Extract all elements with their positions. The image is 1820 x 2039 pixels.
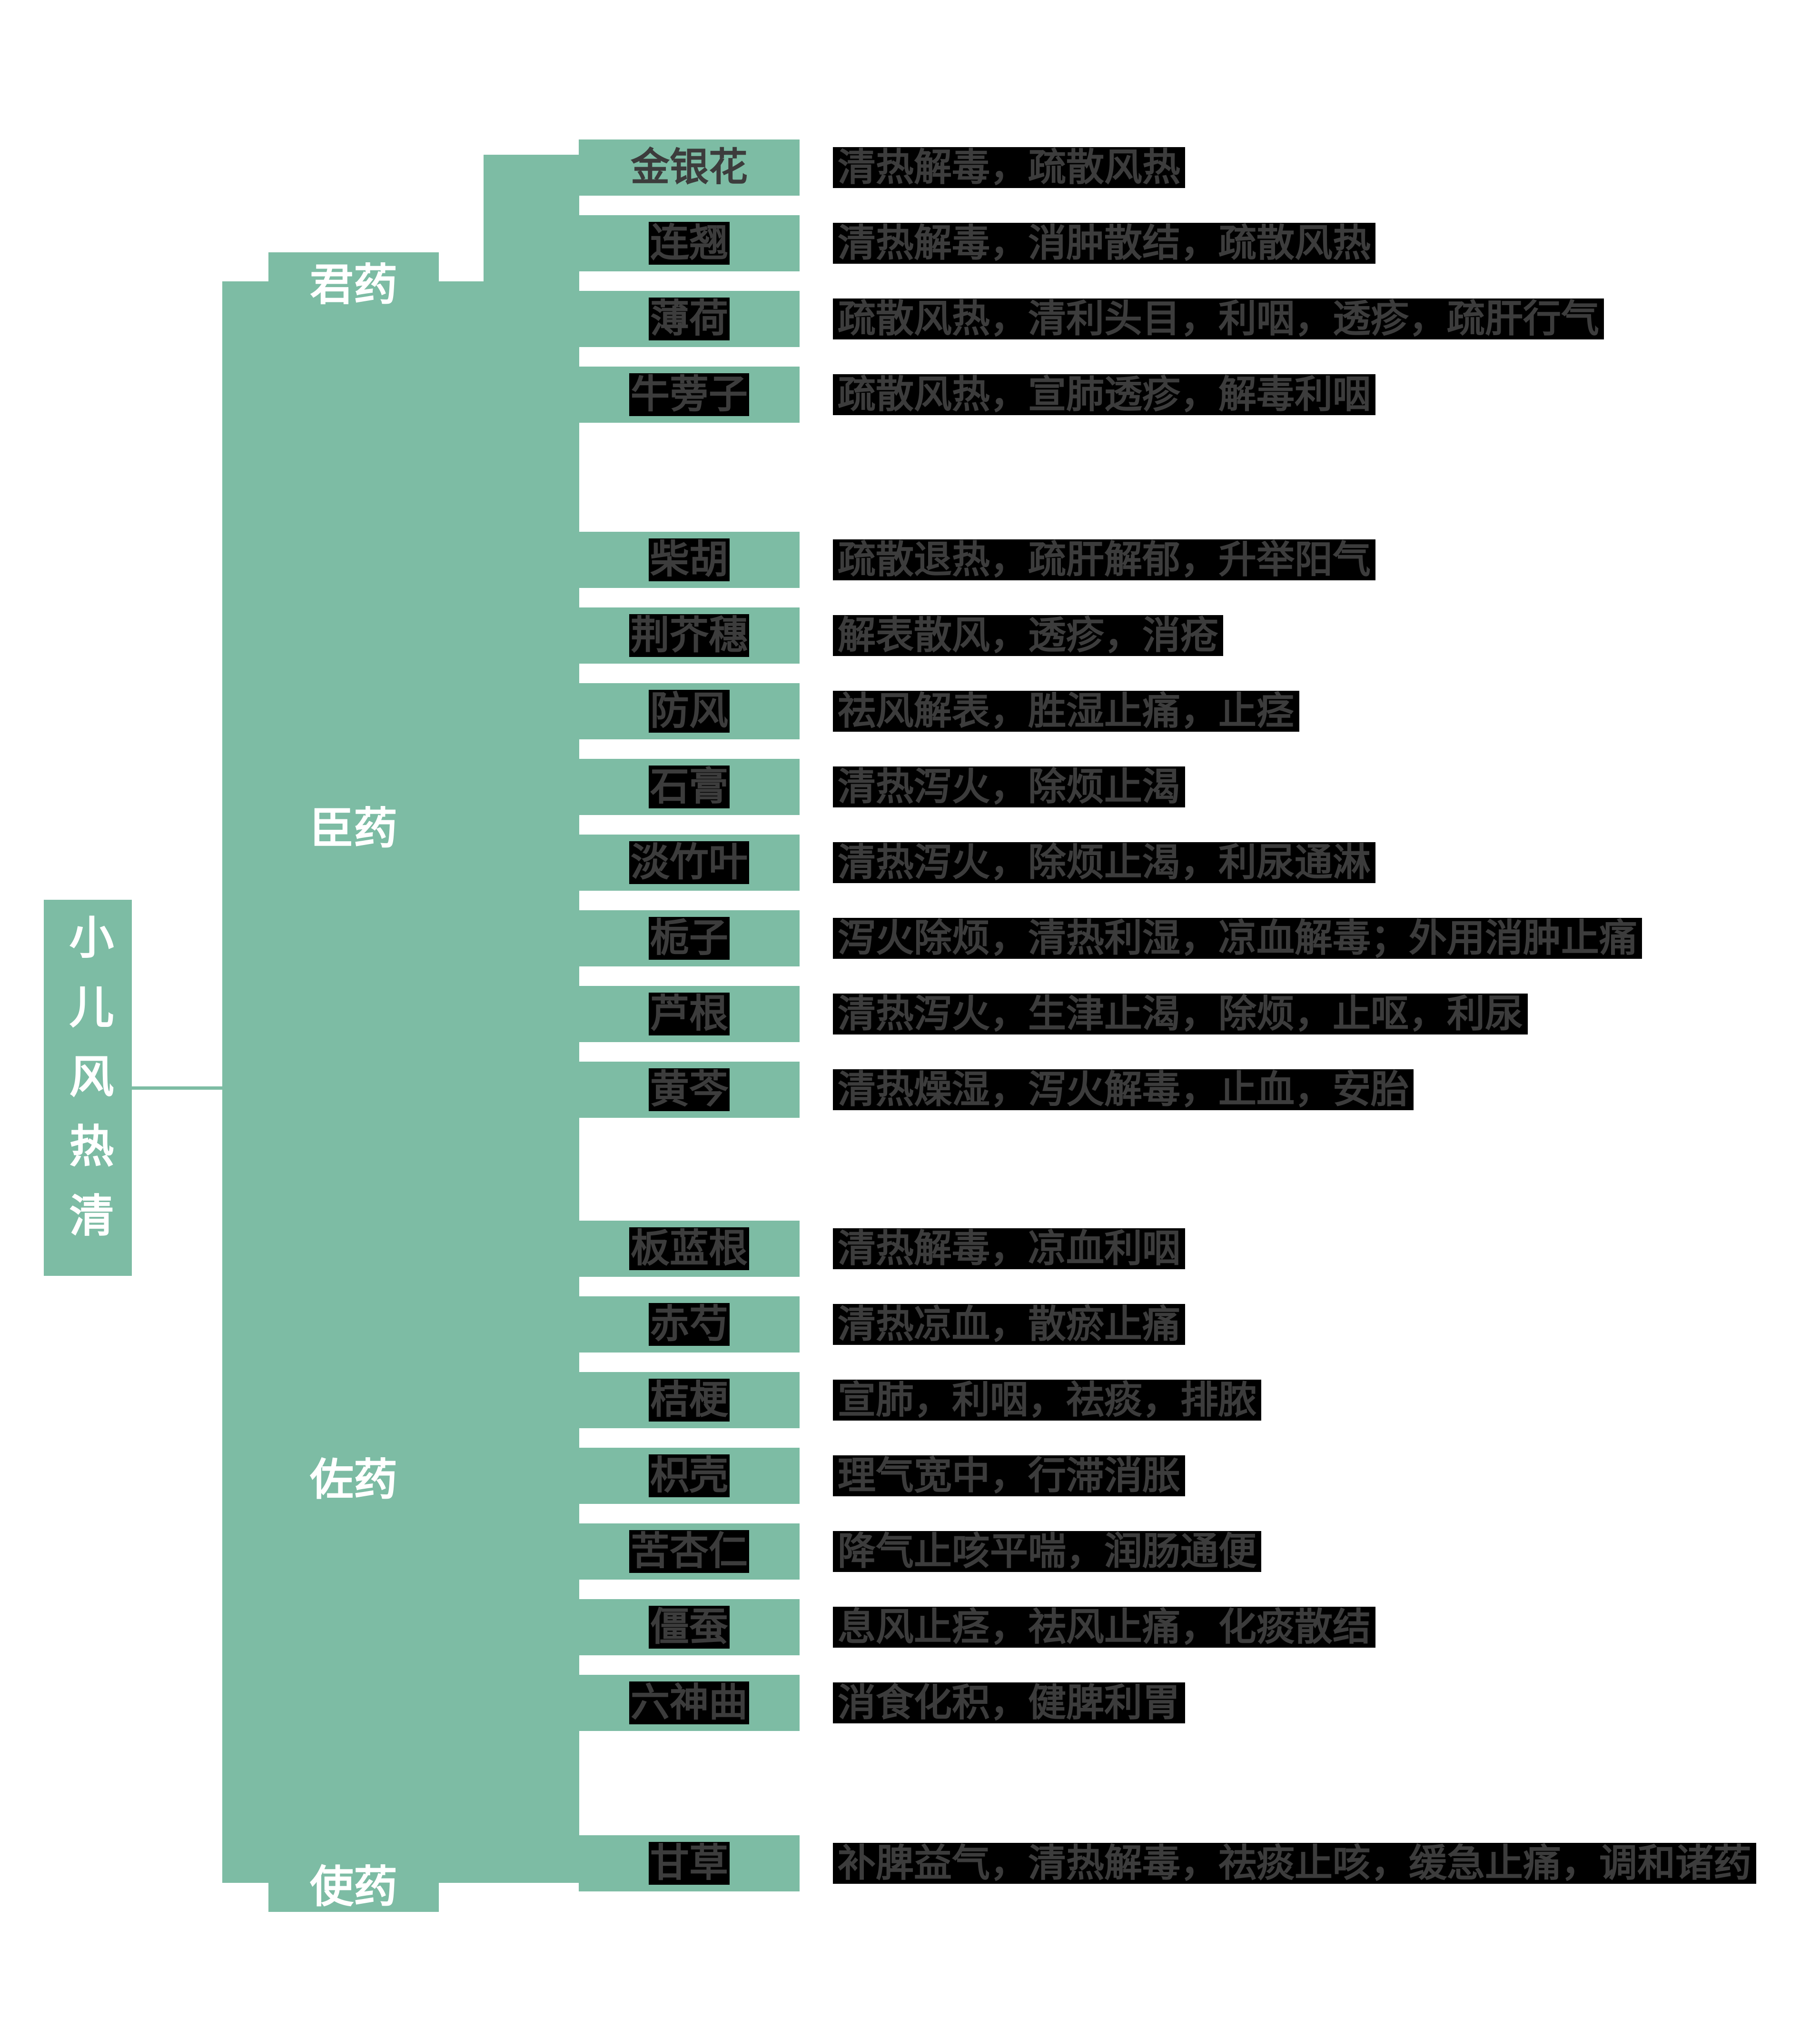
herb-name: 枳壳: [648, 1454, 730, 1498]
category-label-text: 佐药: [309, 1455, 397, 1504]
category-label-1: 君药: [268, 252, 439, 310]
category-label-text: 君药: [309, 261, 397, 309]
herb-desc: 清热解毒，疏散风热: [833, 147, 1185, 188]
herb-desc: 清热解毒，消肿散结，疏散风热: [833, 223, 1375, 264]
herb-desc: 清热燥湿，泻火解毒，止血，安胎: [833, 1069, 1414, 1110]
herb-box: 板蓝根: [579, 1221, 800, 1277]
herb-name: 牛蒡子: [629, 373, 749, 417]
herb-box: 苦杏仁: [579, 1523, 800, 1580]
herb-name: 芦根: [648, 992, 730, 1036]
herb-name: 桔梗: [648, 1378, 730, 1422]
herb-name: 僵蚕: [648, 1605, 730, 1649]
herb-desc: 疏散风热，清利头目，利咽，透疹，疏肝行气: [833, 298, 1604, 339]
root-title: 小儿风热清: [63, 914, 113, 1262]
herb-name: 连翘: [648, 221, 730, 265]
herb-box: 枳壳: [579, 1448, 800, 1504]
herb-box: 防风: [579, 683, 800, 739]
herb-name: 淡竹叶: [629, 841, 749, 885]
herb-name: 板蓝根: [629, 1227, 749, 1271]
herb-desc: 降气止咳平喘，润肠通便: [833, 1531, 1261, 1572]
herb-desc: 疏散风热，宣肺透疹，解毒利咽: [833, 374, 1375, 415]
herb-box: 赤芍: [579, 1296, 800, 1353]
herb-name: 六神曲: [629, 1681, 749, 1725]
herb-desc: 清热解毒，凉血利咽: [833, 1228, 1185, 1269]
herb-desc: 消食化积，健脾利胃: [833, 1682, 1185, 1723]
herb-name: 赤芍: [648, 1303, 730, 1346]
herb-box: 柴胡: [579, 532, 800, 588]
herb-name: 荆芥穗: [629, 614, 749, 657]
category-label-4: 使药: [268, 1854, 439, 1912]
herb-box: 栀子: [579, 910, 800, 966]
herb-desc: 宣肺，利咽，祛痰，排脓: [833, 1380, 1261, 1421]
herb-name: 栀子: [648, 916, 730, 960]
herb-desc: 泻火除烦，清热利湿，凉血解毒；外用消肿止痛: [833, 918, 1642, 959]
herb-desc: 息风止痉，祛风止痛，化痰散结: [833, 1607, 1375, 1648]
category-label-3: 佐药: [268, 1447, 439, 1505]
herb-box: 淡竹叶: [579, 835, 800, 891]
herb-desc: 理气宽中，行滞消胀: [833, 1455, 1185, 1496]
herb-name: 黄芩: [648, 1068, 730, 1112]
herb-name: 金银花: [630, 145, 748, 189]
herb-desc: 清热泻火，除烦止渴，利尿通淋: [833, 842, 1375, 883]
herb-desc: 补脾益气，清热解毒，祛痰止咳，缓急止痛，调和诸药: [833, 1843, 1756, 1884]
herb-box: 六神曲: [579, 1675, 800, 1731]
herb-name: 防风: [648, 689, 730, 733]
herb-desc: 清热凉血，散瘀止痛: [833, 1304, 1185, 1345]
root-node: 小儿风热清: [44, 900, 132, 1276]
herb-box: 金银花: [579, 139, 800, 196]
herb-box: 桔梗: [579, 1372, 800, 1428]
herb-name: 甘草: [648, 1841, 730, 1885]
herb-box: 连翘: [579, 215, 800, 271]
category-label-text: 使药: [309, 1862, 397, 1911]
herb-name: 柴胡: [648, 538, 730, 582]
herb-desc: 清热泻火，除烦止渴: [833, 766, 1185, 807]
herb-box: 甘草: [579, 1835, 800, 1891]
herb-box: 石膏: [579, 759, 800, 815]
category-label-2: 臣药: [268, 796, 439, 854]
herb-desc: 清热泻火，生津止渴，除烦，止呕，利尿: [833, 994, 1528, 1034]
category-label-text: 臣药: [309, 805, 397, 853]
herb-desc: 解表散风，透疹，消疮: [833, 615, 1223, 656]
herb-box: 黄芩: [579, 1062, 800, 1118]
root-connector-line: [132, 1086, 222, 1090]
herb-desc: 祛风解表，胜湿止痛，止痉: [833, 691, 1299, 732]
herb-box: 牛蒡子: [579, 367, 800, 423]
herb-box: 薄荷: [579, 291, 800, 347]
herb-box: 荆芥穗: [579, 607, 800, 664]
herb-box: 僵蚕: [579, 1599, 800, 1655]
herb-box: 芦根: [579, 986, 800, 1042]
herb-desc: 疏散退热，疏肝解郁，升举阳气: [833, 539, 1375, 580]
herb-name: 薄荷: [648, 297, 730, 341]
category-block: [222, 281, 579, 1883]
herb-name: 苦杏仁: [629, 1530, 749, 1573]
herb-name: 石膏: [648, 765, 730, 809]
